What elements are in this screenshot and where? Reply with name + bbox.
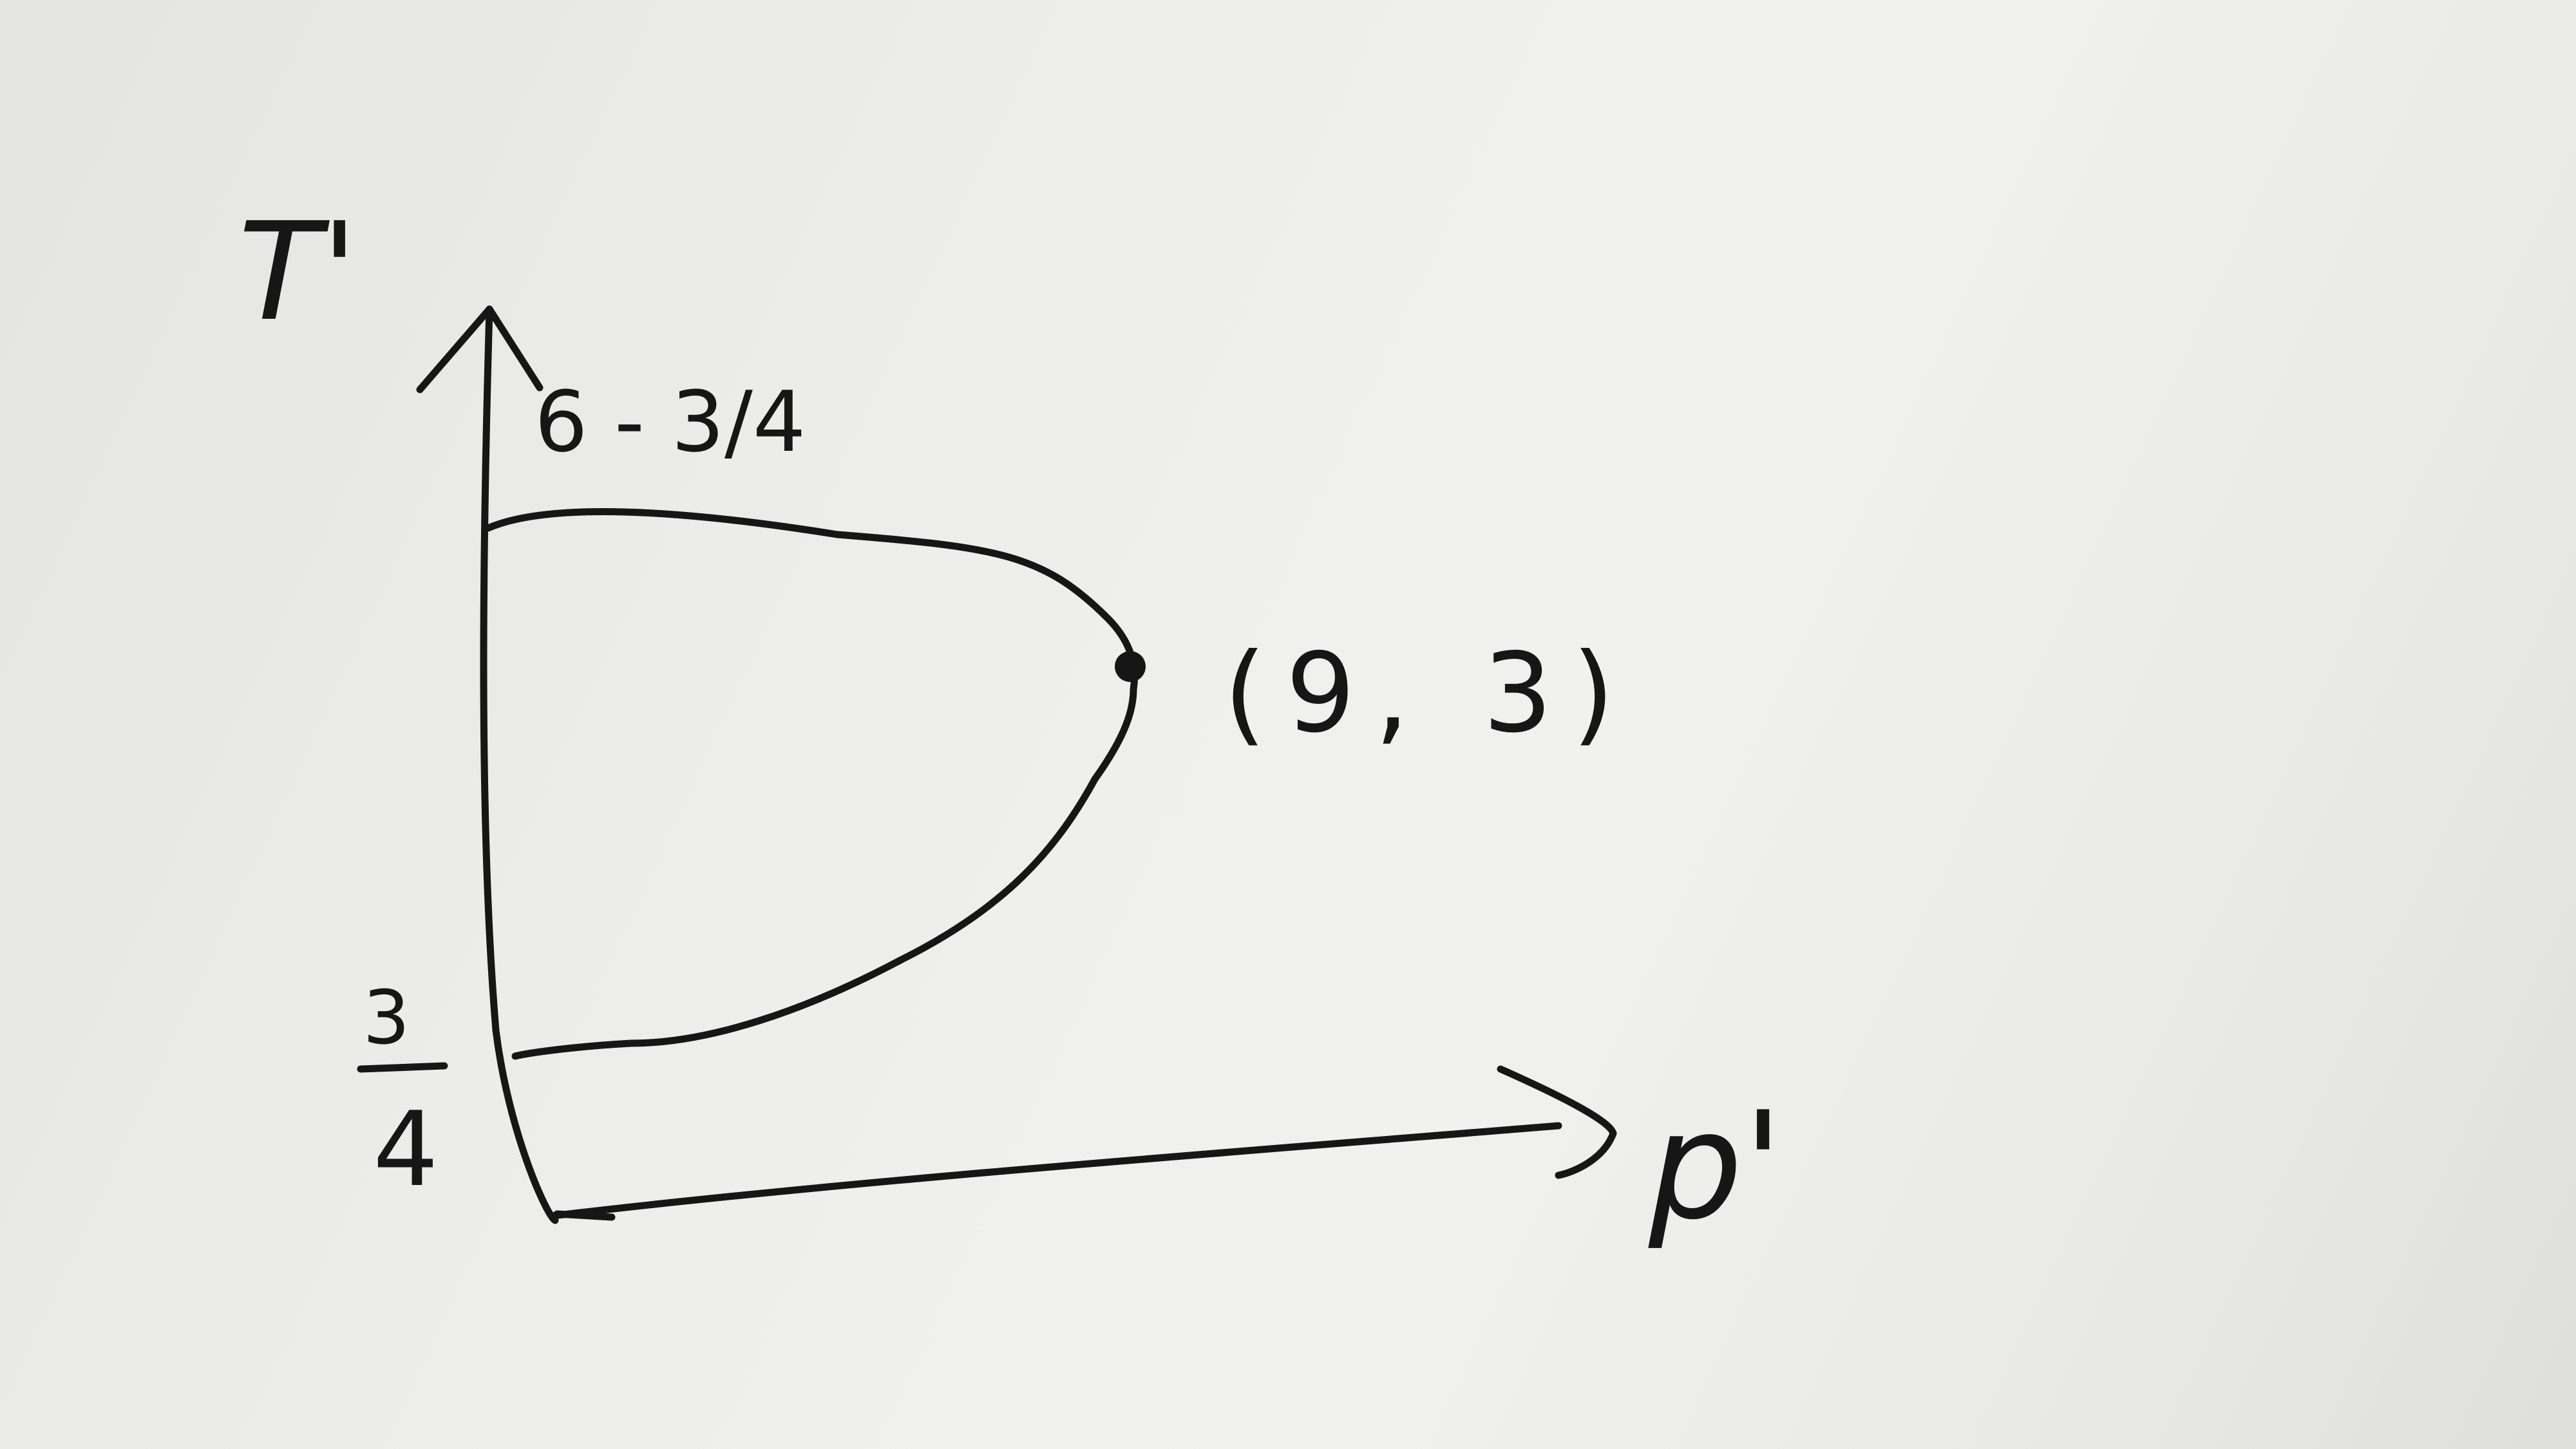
fraction-bar	[357, 1062, 448, 1073]
turning-point-marker	[1115, 651, 1146, 682]
y-axis-line	[480, 305, 559, 1224]
y-axis-label: T'	[238, 193, 358, 351]
lower-intercept-label: 3 4	[357, 975, 448, 1209]
turning-point-label: (9, 3)	[1224, 630, 1634, 757]
upper-intercept-label: 6 - 3/4	[535, 373, 806, 471]
x-axis-line	[549, 1122, 1562, 1220]
fraction-numerator: 3	[363, 975, 410, 1061]
loop-curve	[484, 508, 1139, 1060]
x-axis-arrowhead	[1497, 1065, 1617, 1179]
y-axis-arrowhead	[416, 305, 544, 393]
fraction-denominator: 4	[373, 1089, 439, 1209]
origin-tick	[553, 1210, 616, 1221]
x-axis-label: p'	[1648, 1081, 1783, 1253]
